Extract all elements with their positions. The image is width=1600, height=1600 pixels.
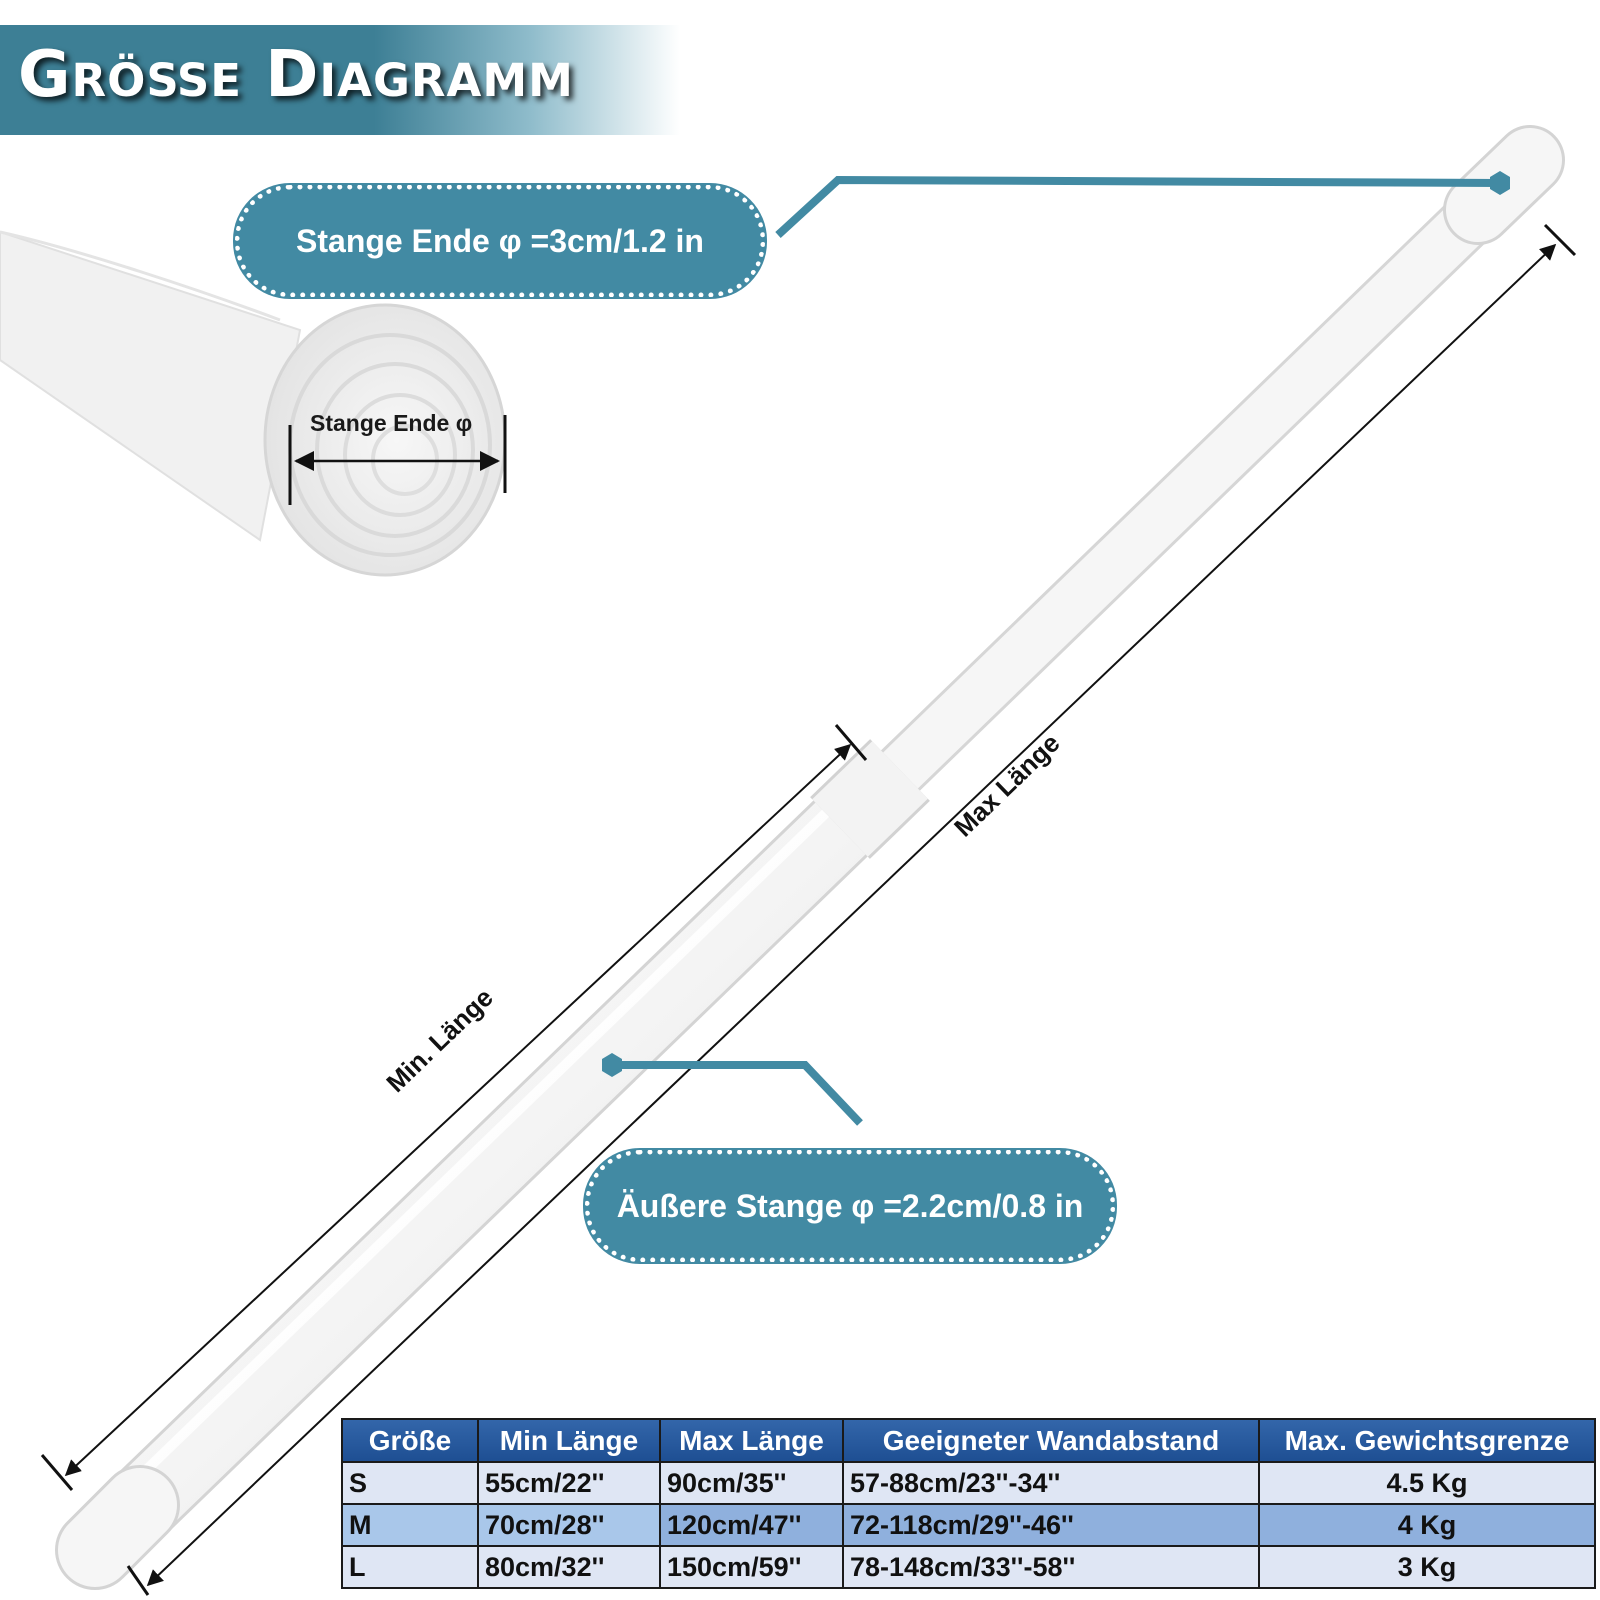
cell-weight: 3 Kg <box>1258 1545 1596 1589</box>
cell-wall: 57-88cm/23''-34'' <box>842 1461 1260 1505</box>
max-length-dimension <box>126 223 1577 1596</box>
table-header-row: Größe Min Länge Max Länge Geeigneter Wan… <box>341 1418 1596 1463</box>
outer-rod-callout: Äußere Stange φ =2.2cm/0.8 in <box>585 1150 1115 1262</box>
cell-size: M <box>341 1503 479 1547</box>
end-diameter-callout: Stange Ende φ =3cm/1.2 in <box>235 185 765 297</box>
cell-min: 80cm/32'' <box>477 1545 661 1589</box>
cell-max: 120cm/47'' <box>659 1503 844 1547</box>
cell-size: L <box>341 1545 479 1589</box>
title-banner <box>0 25 680 135</box>
callout-connector-top <box>775 171 1510 238</box>
col-min: Min Länge <box>477 1418 661 1463</box>
rod-end-cap-bottom <box>55 1465 180 1590</box>
col-weight: Max. Gewichtsgrenze <box>1258 1418 1596 1463</box>
col-max: Max Länge <box>659 1418 844 1463</box>
cell-min: 70cm/28'' <box>477 1503 661 1547</box>
min-length-dimension <box>40 724 868 1491</box>
page-title: Größe Diagramm <box>18 38 574 112</box>
end-detail-label: Stange Ende φ <box>310 410 473 436</box>
rod-joint <box>810 739 930 859</box>
cell-wall: 78-148cm/33''-58'' <box>842 1545 1260 1589</box>
cell-weight: 4.5 Kg <box>1258 1461 1596 1505</box>
col-size: Größe <box>341 1418 479 1463</box>
table-row: M 70cm/28'' 120cm/47'' 72-118cm/29''-46'… <box>341 1503 1596 1547</box>
cell-size: S <box>341 1461 479 1505</box>
col-wall: Geeigneter Wandabstand <box>842 1418 1260 1463</box>
size-table: Größe Min Länge Max Länge Geeigneter Wan… <box>341 1418 1596 1589</box>
cell-wall: 72-118cm/29''-46'' <box>842 1503 1260 1547</box>
table-row: S 55cm/22'' 90cm/35'' 57-88cm/23''-34'' … <box>341 1461 1596 1505</box>
callout-connector-bottom <box>602 1053 863 1126</box>
cell-max: 90cm/35'' <box>659 1461 844 1505</box>
table-row: L 80cm/32'' 150cm/59'' 78-148cm/33''-58'… <box>341 1545 1596 1589</box>
cell-weight: 4 Kg <box>1258 1503 1596 1547</box>
cell-min: 55cm/22'' <box>477 1461 661 1505</box>
cell-max: 150cm/59'' <box>659 1545 844 1589</box>
